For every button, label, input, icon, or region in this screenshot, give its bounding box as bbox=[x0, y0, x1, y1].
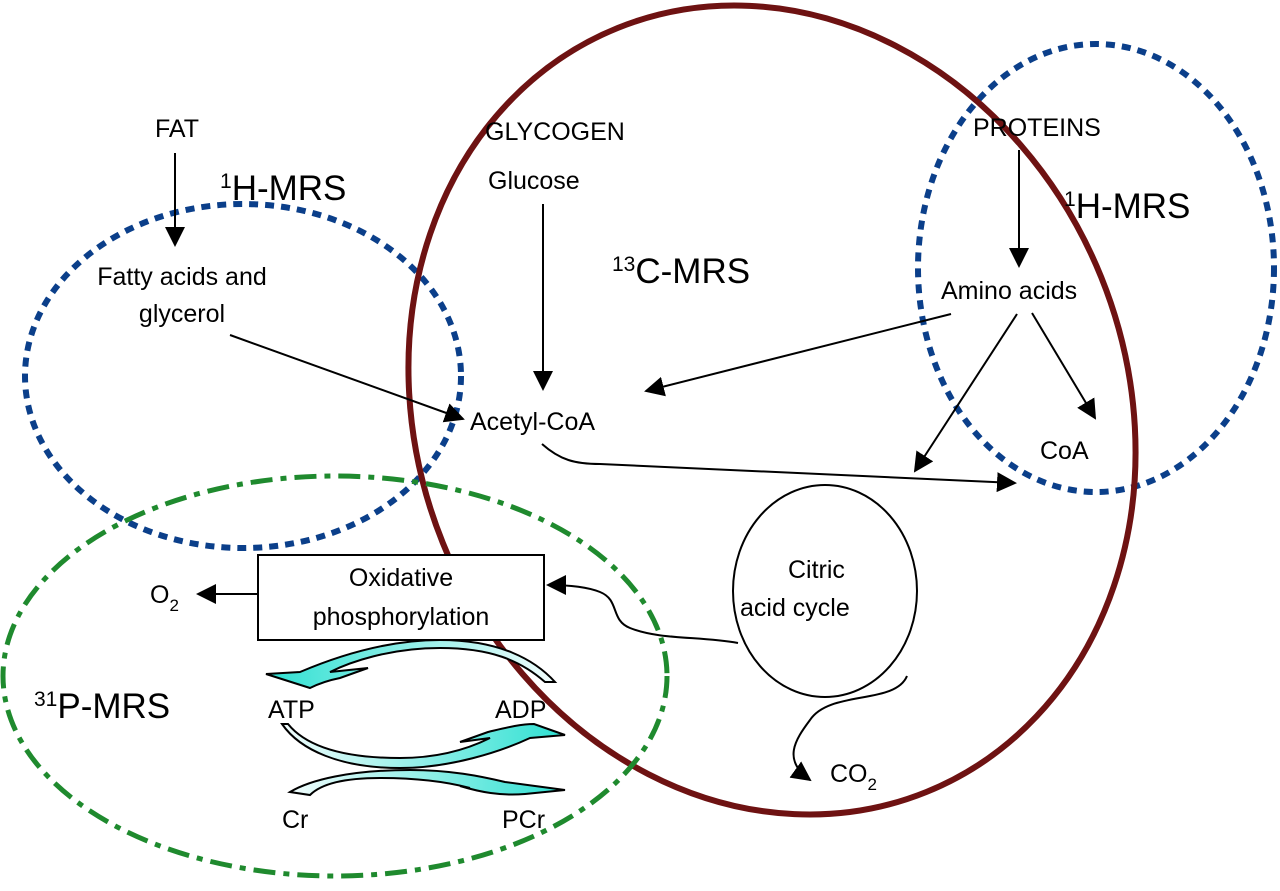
coa-label: CoA bbox=[1040, 437, 1089, 465]
oxphos-label-line2: phosphorylation bbox=[313, 603, 490, 631]
fatty-acids-to-acetyl-coa-arrow bbox=[229, 334, 465, 423]
p-mrs-region bbox=[0, 473, 670, 879]
c-mrs-region bbox=[405, 2, 1139, 818]
glucose-label: Glucose bbox=[488, 167, 580, 195]
atp-to-adp-arrow bbox=[280, 722, 566, 770]
fatty-acids-label-line2: glycerol bbox=[139, 300, 225, 328]
citric-label-line1: Citric bbox=[788, 556, 845, 584]
p-mrs-label: 31P-MRS bbox=[34, 687, 170, 726]
amino-acids-to-coa-arrow bbox=[1031, 312, 1097, 420]
c-mrs-label: 13C-MRS bbox=[612, 252, 750, 291]
glycogen-label: GLYCOGEN bbox=[485, 118, 625, 146]
acetyl-coa-to-coa-arrow bbox=[541, 443, 1017, 493]
h-mrs-left-label: 1H-MRS bbox=[220, 169, 346, 208]
oxidative-phosphorylation-box bbox=[257, 554, 545, 641]
amino-acids-label: Amino acids bbox=[941, 277, 1077, 305]
citric-acid-cycle-node bbox=[732, 484, 918, 698]
oxphos-label-line1: Oxidative bbox=[349, 564, 453, 592]
fatty-acids-label-line1: Fatty acids and bbox=[97, 263, 267, 291]
h-mrs-left-region bbox=[22, 201, 464, 551]
h-mrs-right-label: 1H-MRS bbox=[1064, 187, 1190, 226]
co2-label: CO2 bbox=[830, 760, 877, 794]
citric-label-line2: acid cycle bbox=[740, 594, 850, 622]
adp-to-atp-arrow bbox=[265, 638, 558, 690]
acetyl-coa-label: Acetyl-CoA bbox=[470, 408, 595, 436]
o2-label: O2 bbox=[150, 581, 179, 615]
adp-label: ADP bbox=[495, 696, 546, 724]
citric-to-oxphos-arrow bbox=[546, 575, 739, 644]
fat-label: FAT bbox=[155, 115, 199, 143]
cr-to-pcr-arrow bbox=[287, 768, 566, 797]
citric-to-co2-arrow bbox=[789, 675, 908, 782]
atp-label: ATP bbox=[268, 696, 315, 724]
amino-acids-to-citric-cycle-arrow bbox=[913, 313, 1018, 473]
pcr-label: PCr bbox=[502, 806, 545, 834]
amino-acids-to-acetyl-coa-arrow bbox=[644, 313, 952, 397]
cr-label: Cr bbox=[282, 806, 308, 834]
h-mrs-right-region bbox=[915, 41, 1277, 495]
proteins-label: PROTEINS bbox=[973, 114, 1101, 142]
